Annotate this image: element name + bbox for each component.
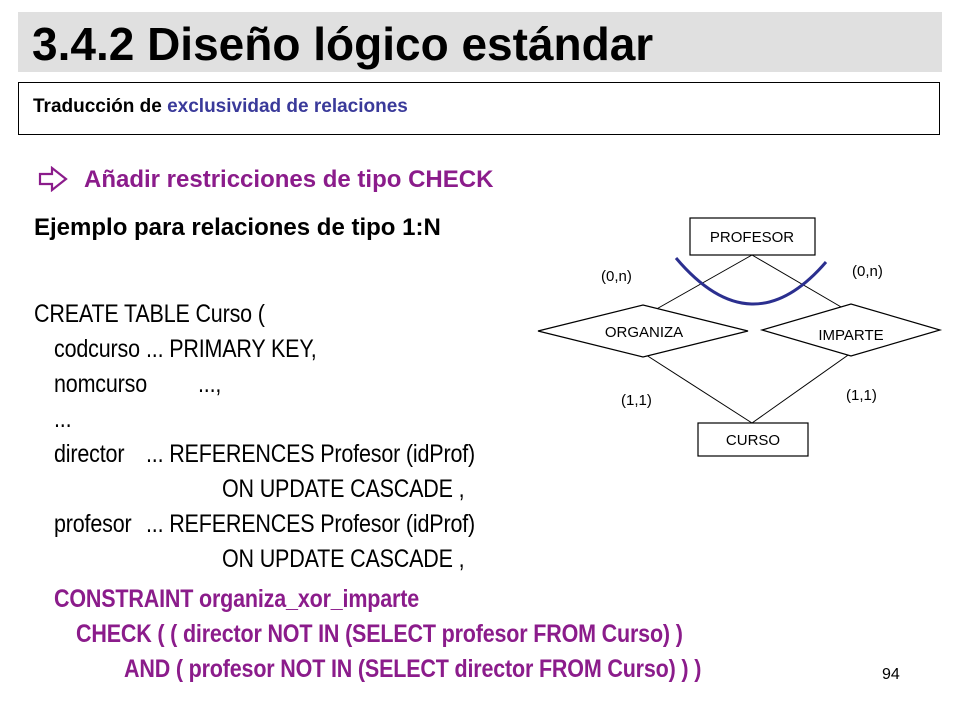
- cardinality-bottom-right: (1,1): [846, 387, 877, 404]
- entity-curso-label: CURSO: [726, 432, 780, 449]
- code-line-check: CHECK ( ( director NOT IN (SELECT profes…: [76, 620, 683, 648]
- relationship-imparte-label: IMPARTE: [818, 327, 883, 344]
- code-line-codcurso-def: ... PRIMARY KEY,: [146, 335, 317, 363]
- entity-profesor-label: PROFESOR: [710, 229, 794, 246]
- relationship-organiza: [537, 304, 749, 358]
- code-line-cascade-1: ON UPDATE CASCADE ,: [222, 475, 465, 503]
- code-line-director: director: [54, 440, 125, 468]
- subtitle-box: Traducción de exclusividad de relaciones: [18, 82, 940, 135]
- code-line-ellipsis: ...: [54, 405, 72, 433]
- example-heading: Ejemplo para relaciones de tipo 1:N: [34, 214, 441, 241]
- code-line-cascade-2: ON UPDATE CASCADE ,: [222, 545, 465, 573]
- exclusivity-arc: [674, 257, 828, 306]
- relationship-organiza-label: ORGANIZA: [605, 324, 683, 341]
- entity-curso: [697, 422, 809, 457]
- subtitle: Traducción de exclusividad de relaciones: [33, 96, 408, 118]
- subtitle-highlight: exclusividad de relaciones: [167, 96, 408, 117]
- cardinality-top-left: (0,n): [601, 268, 632, 285]
- page-title: 3.4.2 Diseño lógico estándar: [32, 18, 654, 70]
- arrow-bullet-icon: [38, 166, 68, 192]
- code-line-profesor: profesor: [54, 510, 132, 538]
- cardinality-top-right: (0,n): [852, 263, 883, 280]
- code-line-director-def: ... REFERENCES Profesor (idProf): [146, 440, 476, 468]
- code-line-and: AND ( profesor NOT IN (SELECT director F…: [124, 655, 702, 683]
- subtitle-prefix: Traducción de: [33, 96, 168, 117]
- entity-profesor: [689, 217, 816, 256]
- code-line-profesor-def: ... REFERENCES Profesor (idProf): [146, 510, 476, 538]
- edge-imparte-curso: [751, 352, 852, 424]
- edge-organiza-curso: [642, 352, 753, 424]
- bullet-text: Añadir restricciones de tipo CHECK: [84, 166, 494, 193]
- code-line-nomcurso: nomcurso: [54, 370, 148, 398]
- relationship-imparte: [759, 303, 943, 357]
- code-line-create: CREATE TABLE Curso (: [34, 300, 265, 328]
- cardinality-bottom-left: (1,1): [621, 392, 652, 409]
- edge-profesor-imparte: [751, 254, 849, 312]
- title-band: [18, 12, 942, 72]
- code-line-codcurso: codcurso: [54, 335, 140, 363]
- code-line-constraint: CONSTRAINT organiza_xor_imparte: [54, 585, 420, 613]
- page-number: 94: [882, 666, 900, 683]
- code-line-nomcurso-def: ...,: [198, 370, 222, 398]
